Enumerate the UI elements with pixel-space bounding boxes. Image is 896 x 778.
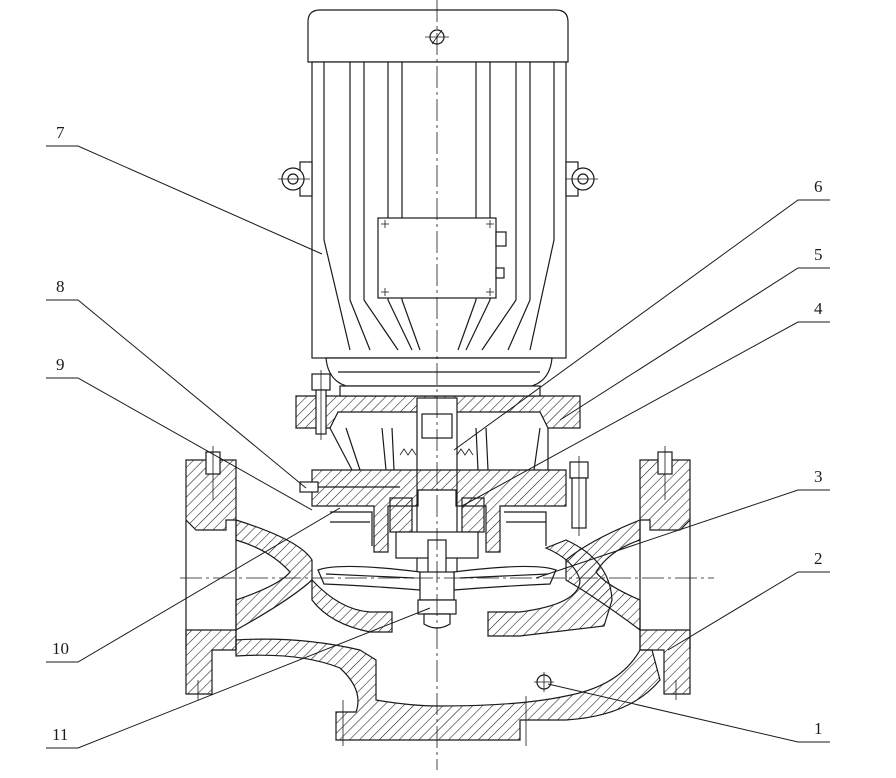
leader-11 — [46, 607, 431, 749]
casing-lower-body — [235, 638, 661, 741]
motor-body — [311, 61, 567, 359]
leader-7 — [46, 145, 323, 255]
leader-lines — [46, 145, 830, 749]
callout-label-11: 11 — [52, 725, 68, 744]
leader-10 — [46, 507, 341, 663]
callout-label-6: 6 — [814, 177, 823, 196]
callout-labels: 1 2 3 4 5 6 7 8 9 10 11 — [52, 123, 823, 744]
callout-label-4: 4 — [814, 299, 823, 318]
leader-6 — [453, 199, 830, 451]
center-lines — [180, 0, 714, 770]
callout-label-3: 3 — [814, 467, 823, 486]
lifting-eye-right — [565, 161, 598, 197]
leader-8 — [46, 299, 307, 489]
casing-bottom-flange-left — [185, 629, 237, 695]
vent-valve — [299, 481, 400, 493]
terminal-box-screws — [381, 220, 494, 296]
volute-right-wall — [565, 519, 641, 632]
leader-5 — [559, 267, 830, 421]
volute-left-shell — [311, 578, 393, 633]
lifting-eye-left — [278, 161, 313, 197]
pump-cover-plate — [311, 469, 567, 553]
drain-plug — [534, 672, 554, 692]
volute-left-wall — [235, 519, 313, 632]
leader-9 — [46, 377, 313, 511]
cable-gland — [495, 231, 507, 247]
casing-top-flange-left — [185, 459, 237, 531]
casing-stud-left — [205, 446, 221, 500]
callout-label-1: 1 — [814, 719, 823, 738]
callout-label-10: 10 — [52, 639, 69, 658]
coupling-spring — [399, 448, 474, 456]
leader-4 — [461, 321, 830, 507]
motor — [278, 9, 598, 387]
leader-2 — [667, 571, 830, 651]
callout-label-2: 2 — [814, 549, 823, 568]
cable-gland-small — [495, 267, 505, 279]
callout-label-7: 7 — [56, 123, 65, 142]
pump-casing — [185, 446, 691, 741]
leader-3 — [535, 489, 830, 579]
casing-stud-right — [657, 446, 673, 500]
leader-1 — [547, 683, 830, 743]
callout-label-5: 5 — [814, 245, 823, 264]
callout-label-8: 8 — [56, 277, 65, 296]
flange-bolt-top — [311, 370, 331, 440]
cover-bolt-right — [569, 456, 589, 536]
callout-label-9: 9 — [56, 355, 65, 374]
volute-right-shell — [487, 539, 613, 637]
